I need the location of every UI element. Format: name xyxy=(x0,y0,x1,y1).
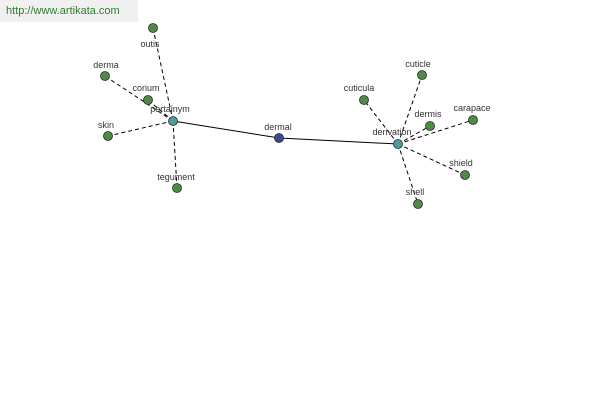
term-label-outis[interactable]: outis xyxy=(140,39,160,49)
graph-labels: outis derma corium skin tegument pertainym cut… xyxy=(93,39,490,197)
term-label-dermis[interactable]: dermis xyxy=(414,109,442,119)
term-label-skin[interactable]: skin xyxy=(98,120,114,130)
edge-derivation-to-dermis xyxy=(397,125,431,145)
edge-derivation-to-cuticula xyxy=(363,99,399,145)
center-label-dermal[interactable]: dermal xyxy=(264,122,292,132)
edge-pertainym-to-skin xyxy=(107,120,174,137)
term-node-derma[interactable] xyxy=(100,71,110,81)
term-node-dermis[interactable] xyxy=(425,121,435,131)
term-label-shield[interactable]: shield xyxy=(449,158,473,168)
edge-center-to-pertainym xyxy=(172,120,280,139)
relation-node-derivation[interactable] xyxy=(393,139,403,149)
term-node-shell[interactable] xyxy=(413,199,423,209)
term-label-cuticle[interactable]: cuticle xyxy=(405,59,431,69)
edge-pertainym-to-outis xyxy=(152,27,174,122)
term-label-shell[interactable]: shell xyxy=(406,187,425,197)
edge-center-to-derivation xyxy=(278,137,399,145)
term-node-shield[interactable] xyxy=(460,170,470,180)
term-label-cuticula[interactable]: cuticula xyxy=(344,83,375,93)
term-node-tegument[interactable] xyxy=(172,183,182,193)
center-node-dermal[interactable] xyxy=(274,133,284,143)
edge-derivation-to-shield xyxy=(397,143,466,176)
relation-label-pertainym[interactable]: pertainym xyxy=(150,104,190,114)
site-url-watermark[interactable]: http://www.artikata.com xyxy=(0,0,138,22)
relation-node-pertainym[interactable] xyxy=(168,116,178,126)
term-node-corium[interactable] xyxy=(143,95,153,105)
term-label-tegument[interactable]: tegument xyxy=(157,172,195,182)
term-node-outis[interactable] xyxy=(148,23,158,33)
term-node-cuticle[interactable] xyxy=(417,70,427,80)
edge-derivation-to-shell xyxy=(397,143,419,205)
term-node-carapace[interactable] xyxy=(468,115,478,125)
edge-pertainym-to-corium xyxy=(147,99,174,122)
term-node-skin[interactable] xyxy=(103,131,113,141)
graph-edges xyxy=(104,27,474,205)
relation-label-derivation[interactable]: derivation xyxy=(372,127,411,137)
edge-derivation-to-cuticle xyxy=(397,74,423,145)
term-label-carapace[interactable]: carapace xyxy=(453,103,490,113)
graph-nodes xyxy=(100,23,478,209)
term-label-derma[interactable]: derma xyxy=(93,60,119,70)
edge-derivation-to-carapace xyxy=(397,119,474,145)
term-node-cuticula[interactable] xyxy=(359,95,369,105)
term-label-corium[interactable]: corium xyxy=(132,83,159,93)
